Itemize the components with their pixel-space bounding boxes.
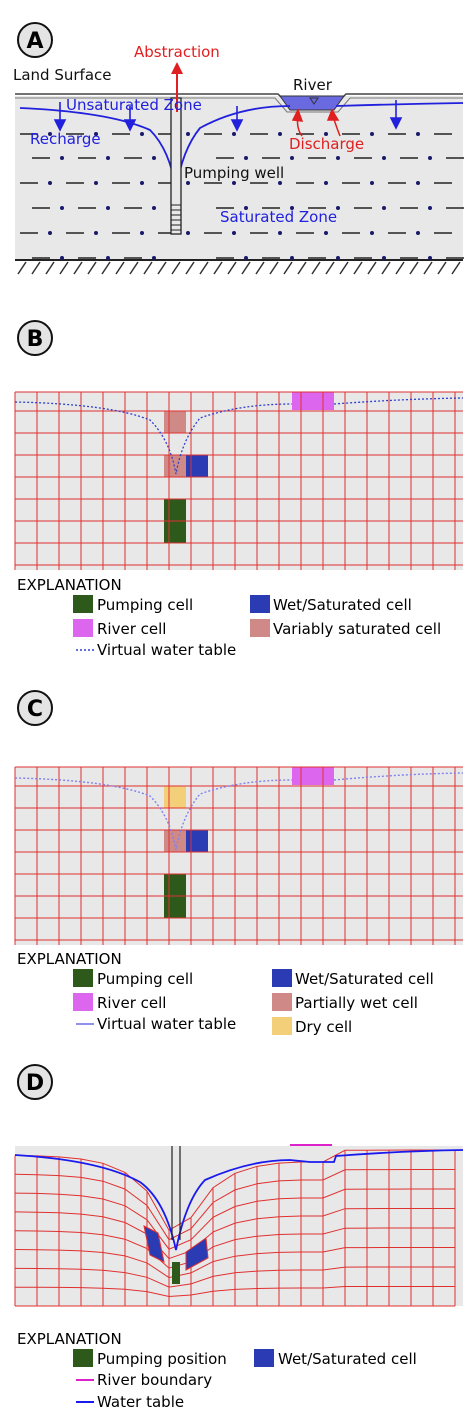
water-table-curve-right xyxy=(335,102,464,107)
grid-d-cells xyxy=(143,1225,209,1284)
legend-d-wet-label: Wet/Saturated cell xyxy=(278,1350,417,1368)
legend-b-variably-label: Variably saturated cell xyxy=(273,620,441,638)
legend-c-wet-swatch xyxy=(272,969,292,987)
legend-d-pumping-swatch xyxy=(73,1349,93,1367)
legend-d-pumping-label: Pumping position xyxy=(97,1350,227,1368)
pumping-well xyxy=(170,97,182,235)
pumping-cell xyxy=(164,874,186,896)
explanation-d: EXPLANATION xyxy=(17,1330,122,1348)
unsaturated-zone-label: Unsaturated Zone xyxy=(66,96,202,114)
grid-c-lines xyxy=(14,766,463,945)
well-casing-d xyxy=(171,1146,181,1240)
pumping-well-label: Pumping well xyxy=(184,164,284,182)
virtual-water-table-c xyxy=(14,772,464,851)
legend-d-wet-swatch xyxy=(254,1349,274,1367)
legend-b-virtual-label: Virtual water table xyxy=(97,641,236,659)
panel-d-badge xyxy=(17,1064,53,1100)
legend-c-river-swatch xyxy=(73,993,93,1011)
saturated-zone-label: Saturated Zone xyxy=(220,208,337,226)
legend-c-wet-label: Wet/Saturated cell xyxy=(295,970,434,988)
wet-saturated-cell xyxy=(186,830,208,852)
panel-c-badge xyxy=(17,690,53,726)
land-surface-line-2 xyxy=(15,97,463,113)
discharge-arrows xyxy=(291,108,341,137)
panel-c-letter: C xyxy=(27,697,43,722)
grid-d-deformed xyxy=(14,1149,456,1307)
pumping-cell xyxy=(164,896,186,918)
abstraction-label: Abstraction xyxy=(134,43,220,61)
river-cell xyxy=(292,767,334,785)
virtual-water-table-b xyxy=(14,397,464,475)
land-surface-label: Land Surface xyxy=(13,66,112,84)
legend-d-water-label: Water table xyxy=(97,1393,184,1411)
legend-c-dry-label: Dry cell xyxy=(295,1018,352,1036)
pumping-cell xyxy=(164,499,186,521)
river-label: River xyxy=(293,76,333,94)
legend-c-pumping-swatch xyxy=(73,969,93,987)
wet-saturated-cell xyxy=(186,455,208,477)
panel-b-letter: B xyxy=(27,327,44,352)
legend-c-virtual-label: Virtual water table xyxy=(97,1015,236,1033)
legend-b-wet-swatch xyxy=(250,595,270,613)
panel-a-badge xyxy=(17,22,53,58)
legend-c-river-label: River cell xyxy=(97,994,166,1012)
explanation-c: EXPLANATION xyxy=(17,950,122,968)
pumping-position xyxy=(172,1262,180,1284)
grid-d-background xyxy=(15,1146,463,1306)
water-table-d xyxy=(14,1149,464,1251)
wet-saturated-cell xyxy=(185,1237,209,1271)
legend-b-pumping-label: Pumping cell xyxy=(97,596,193,614)
legend-c-partial-swatch xyxy=(272,993,292,1011)
panel-d: D EXPLANATION Pumping position Wet/Satur… xyxy=(14,1064,464,1411)
panel-a-letter: A xyxy=(26,29,43,54)
legend-c-dry-swatch xyxy=(272,1017,292,1035)
dry-cell xyxy=(164,786,186,808)
variably-saturated-cell xyxy=(164,411,186,433)
explanation-b: EXPLANATION xyxy=(17,576,122,594)
grid-b-lines xyxy=(14,391,463,570)
panel-a: A xyxy=(13,22,464,275)
river-stage-marker xyxy=(309,97,319,105)
legend-c-pumping-label: Pumping cell xyxy=(97,970,193,988)
legend-b-wet-label: Wet/Saturated cell xyxy=(273,596,412,614)
panel-d-letter: D xyxy=(26,1071,44,1096)
abstraction-arrowhead xyxy=(171,62,183,74)
base-hatching xyxy=(17,261,461,275)
recharge-label: Recharge xyxy=(30,130,101,148)
wet-saturated-cell xyxy=(143,1225,165,1263)
panel-c: C EXPLANATION Pumping cell Wet/Saturated… xyxy=(14,690,464,1036)
grid-b-background xyxy=(15,392,463,570)
discharge-label: Discharge xyxy=(289,135,364,153)
legend-d-river-label: River boundary xyxy=(97,1371,212,1389)
river-cell xyxy=(292,392,334,410)
legend-c-partial-label: Partially wet cell xyxy=(295,994,418,1012)
legend-b-river-label: River cell xyxy=(97,620,166,638)
panel-b-badge xyxy=(17,320,53,356)
legend-b-variably-swatch xyxy=(250,619,270,637)
partially-wet-cell xyxy=(164,830,186,852)
legend-b-pumping-swatch xyxy=(73,595,93,613)
saturated-zone-pattern xyxy=(20,132,464,260)
panel-b: B EXPLANATION Pumping cell Wet/Saturated… xyxy=(14,320,464,659)
grid-c-background xyxy=(15,767,463,945)
recharge-arrows xyxy=(53,100,403,132)
pumping-cell xyxy=(164,521,186,543)
legend-b-river-swatch xyxy=(73,619,93,637)
